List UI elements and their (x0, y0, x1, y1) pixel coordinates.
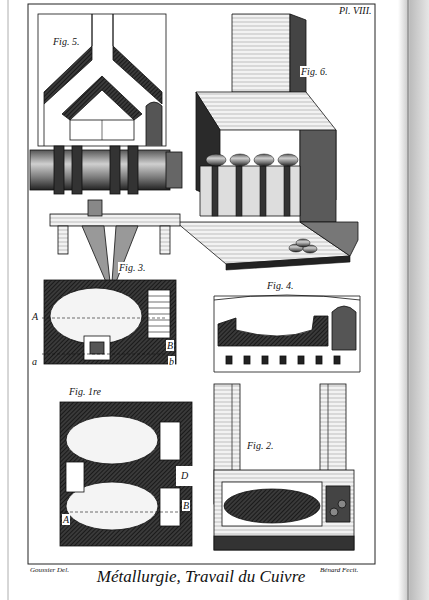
double-furnace-plan (60, 402, 194, 546)
furnace-elevation-section (214, 384, 354, 550)
letter-callout: A (62, 514, 70, 525)
furnace-plan-bellows (42, 200, 180, 364)
plate-title: Métallurgie, Travail du Cuivre (97, 568, 305, 587)
figure-label: Fig. 4. (266, 280, 294, 291)
letter-callout: b (168, 356, 175, 367)
furnace-section (214, 295, 360, 372)
plate-number: Pl. VIII. (338, 5, 373, 16)
letter-callout: a (31, 356, 38, 367)
plate-frame (28, 4, 375, 564)
figure-label: Fig. 3. (118, 262, 146, 273)
furnace-perspective (176, 14, 358, 270)
flue-section (38, 14, 166, 146)
letter-callout: B (182, 500, 190, 511)
letter-callout: B (166, 340, 174, 351)
bellows-shaft (30, 146, 182, 194)
figure-label: Fig. 1re (68, 386, 102, 397)
figure-label: Fig. 2. (246, 440, 274, 451)
engraver-signature: Goussier Del. (30, 567, 69, 575)
letter-callout: A (31, 311, 39, 322)
page-edge (8, 0, 429, 600)
figure-label: Fig. 5. (52, 36, 80, 47)
engraver-signature: Bénard Fecit. (320, 567, 358, 575)
figure-label: Fig. 6. (300, 66, 328, 77)
letter-callout: D (180, 470, 189, 481)
